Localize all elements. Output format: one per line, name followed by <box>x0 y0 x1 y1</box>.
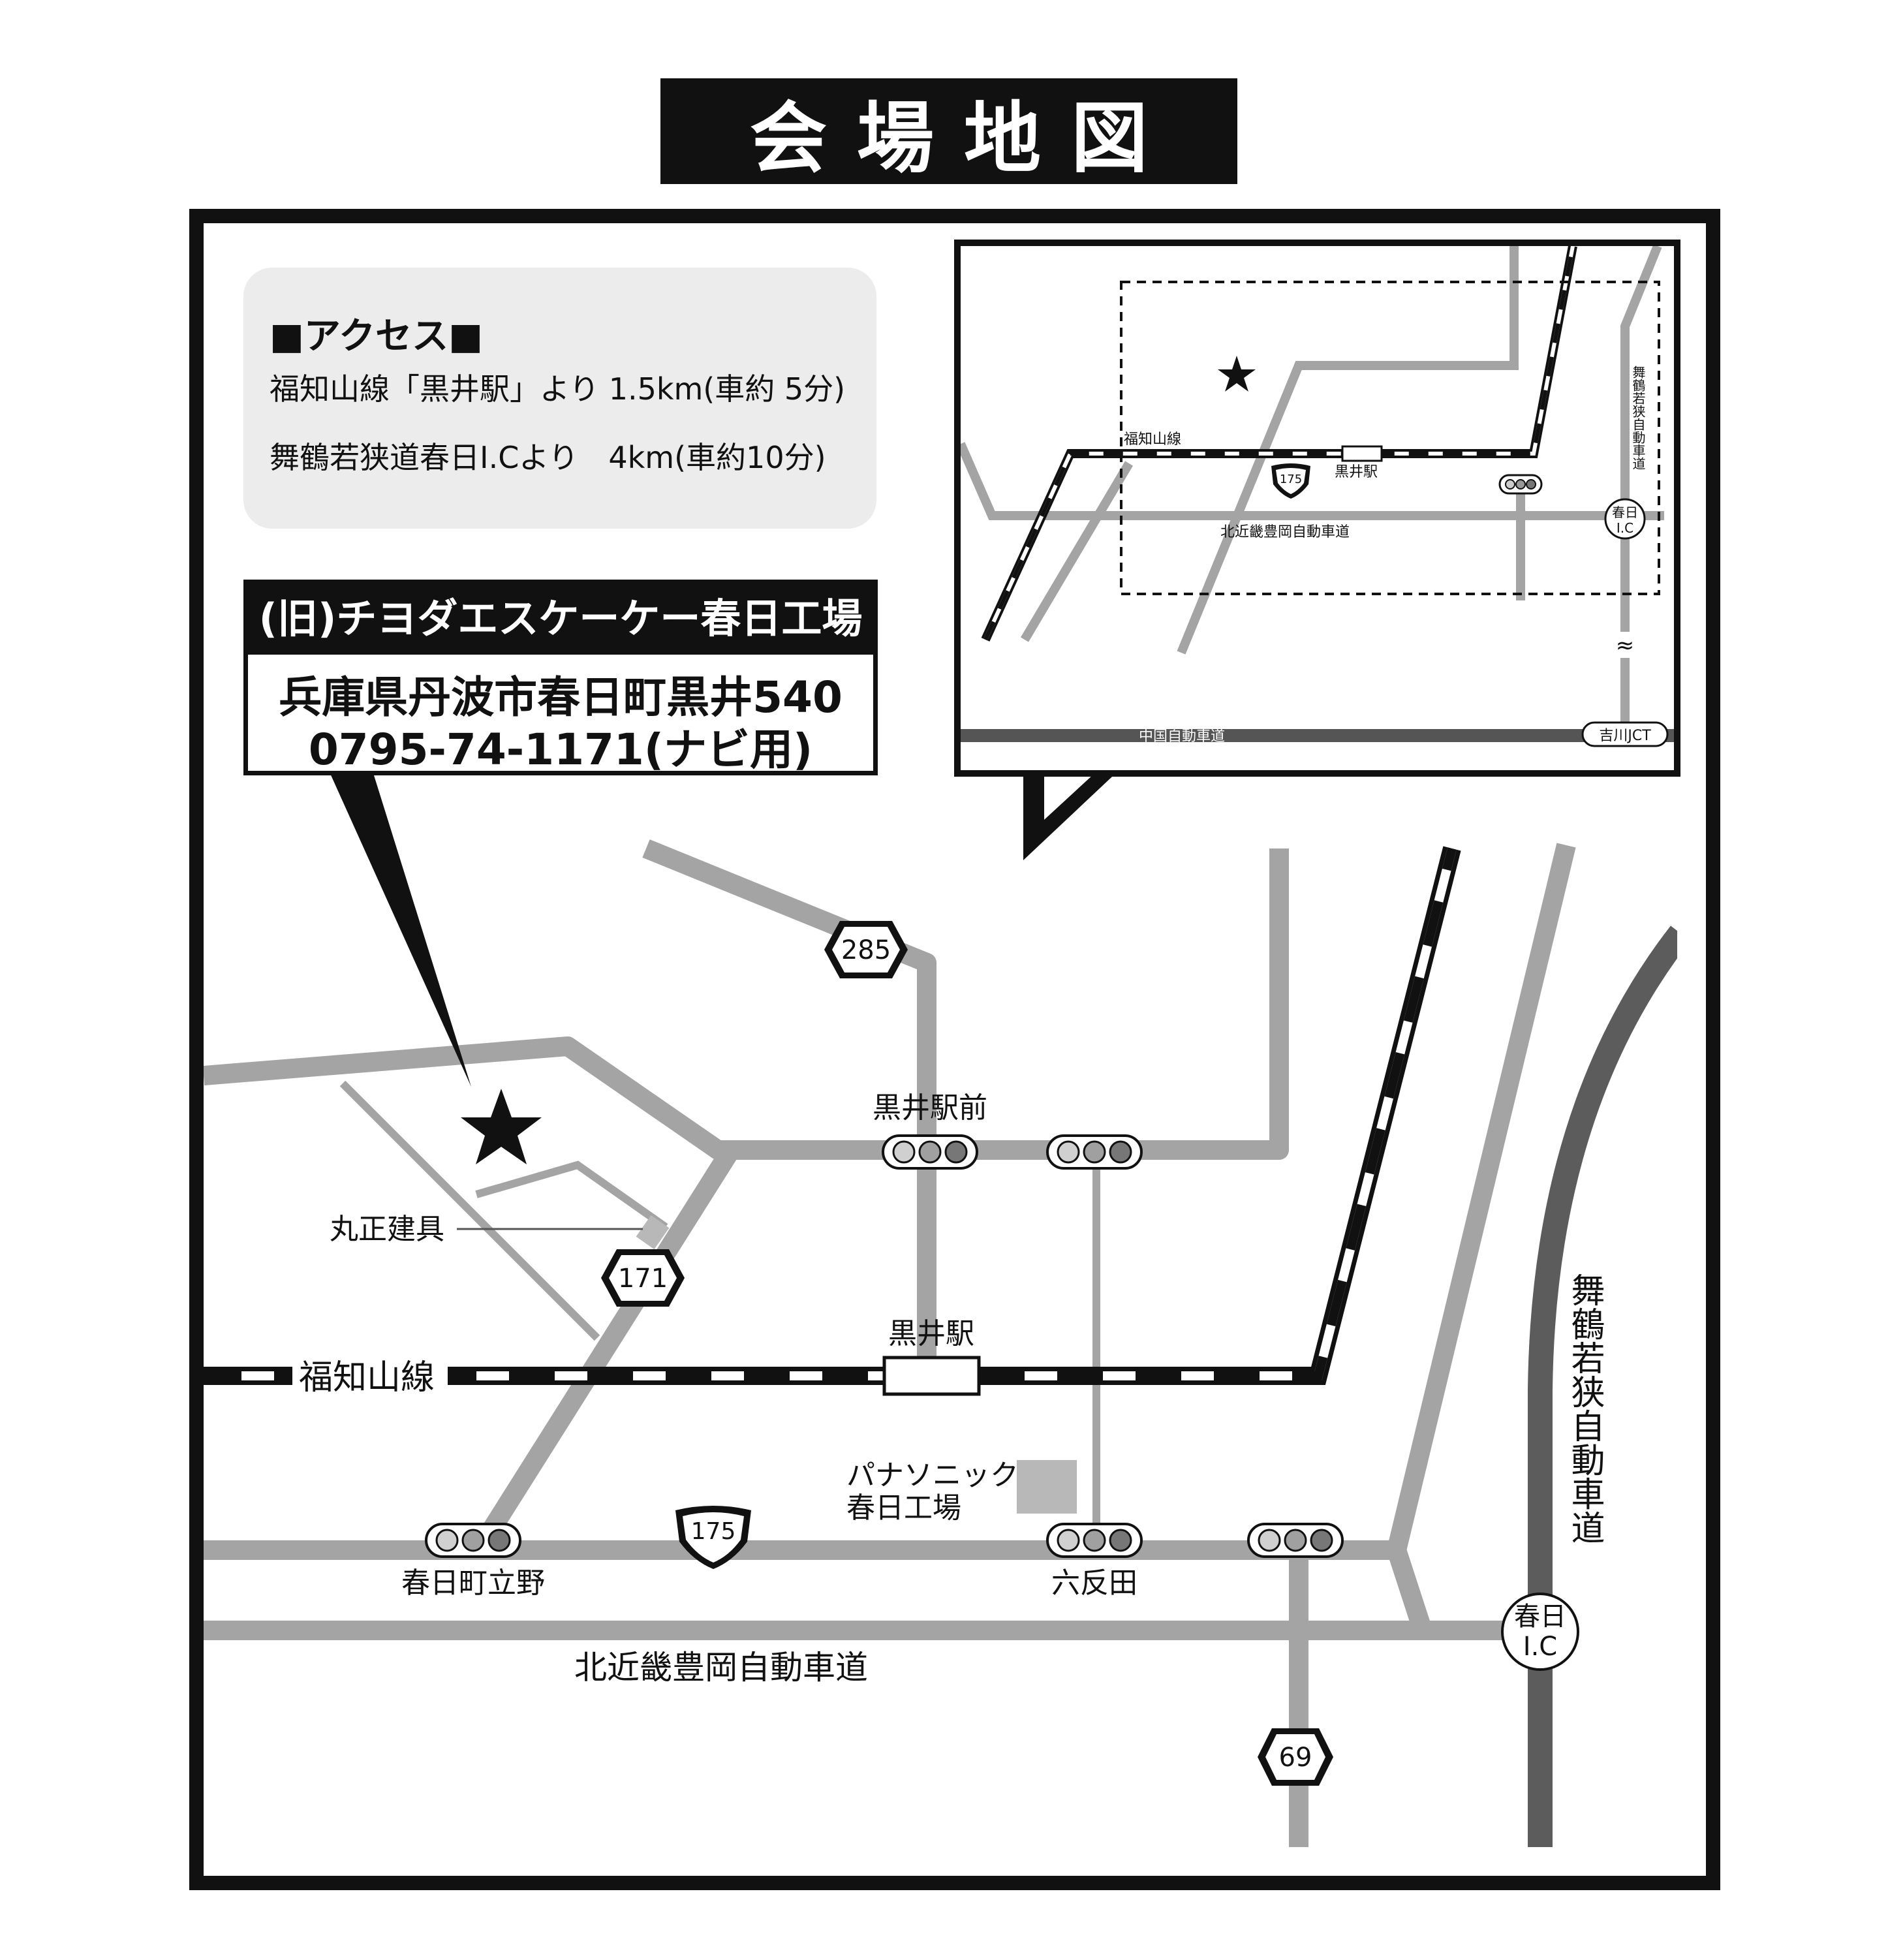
marusho-block <box>636 1215 670 1250</box>
kuroi-station-label: 黒井駅 <box>888 1317 974 1350</box>
inset-maizuru: 舞鶴若狭自動車道 <box>1630 366 1646 470</box>
inset-kitakinki: 北近畿豊岡自動車道 <box>1220 524 1350 540</box>
fukuchiyama-line-label: 福知山線 <box>299 1358 435 1397</box>
route-171-shield: 171 <box>601 1249 685 1307</box>
kasuga-tateno-label: 春日町立野 <box>401 1566 545 1600</box>
map-title-banner: 会場地図 <box>660 78 1237 184</box>
inset-kasuga-ic-1: 春日 <box>1612 505 1638 520</box>
inset-kasuga-ic-2: I.C <box>1617 520 1633 536</box>
access-line-train: 福知山線「黒井駅」より 1.5km(車約 5分) <box>270 371 846 407</box>
svg-text:285: 285 <box>841 935 891 965</box>
traffic-light-icon <box>1046 1523 1143 1558</box>
kuroi-ekimae-label: 黒井駅前 <box>873 1091 987 1125</box>
venue-name: (旧)チヨダエスケーケー春日工場 <box>243 580 878 650</box>
inset-kuroi-station: 黒井駅 <box>1335 464 1378 480</box>
route-175-shield: 175 <box>675 1506 751 1569</box>
fukuchiyama-railway <box>204 846 1461 1385</box>
access-line-car: 舞鶴若狭道春日I.Cより 4km(車約10分) <box>270 440 826 475</box>
inset-route-175: 175 <box>1280 473 1302 486</box>
route-69-shield: 69 <box>1258 1728 1333 1786</box>
inset-map: 175 春日 I.C ≈ 吉川JCT 福知山線 黒井駅 北近畿豊岡自動車道 中国… <box>961 246 1674 747</box>
kasuga-ic-marker: 春日 I.C <box>1501 1593 1579 1671</box>
inset-fukuchiyama-line: 福知山線 <box>1124 431 1181 448</box>
inset-yokawa-jct: 吉川JCT <box>1599 728 1651 744</box>
minor-roads <box>339 1080 1100 1550</box>
kitakinki-expressway-label: 北近畿豊岡自動車道 <box>574 1649 868 1687</box>
map-title: 会場地図 <box>749 93 1178 183</box>
venue-phone: 0795-74-1171(ナビ用) <box>308 724 813 775</box>
svg-text:171: 171 <box>618 1264 668 1294</box>
maizuru-expressway <box>1528 926 1677 1847</box>
panasonic-label-2: 春日工場 <box>846 1491 961 1525</box>
rokutanda-label: 六反田 <box>1051 1566 1137 1600</box>
venue-pointer <box>326 765 471 1087</box>
traffic-light-icon <box>882 1134 978 1170</box>
svg-text:69: 69 <box>1279 1743 1312 1773</box>
marusho-label: 丸正建具 <box>330 1213 444 1246</box>
access-heading: ■アクセス■ <box>270 315 484 358</box>
inset-map-frame <box>954 240 1680 777</box>
venue-info-box: 兵庫県丹波市春日町黒井540 0795-74-1171(ナビ用) <box>243 650 878 775</box>
traffic-light-icon <box>1046 1134 1143 1170</box>
route-285-shield: 285 <box>824 921 908 978</box>
svg-text:I.C: I.C <box>1523 1632 1557 1662</box>
main-roads <box>204 839 1576 1847</box>
traffic-light-icon <box>1247 1523 1344 1558</box>
maizuru-expressway-label: 舞鶴若狭自動車道 <box>1565 1273 1604 1544</box>
kuroi-station-box <box>882 1356 981 1396</box>
svg-text:春日: 春日 <box>1514 1602 1566 1632</box>
venue-star-icon <box>461 1089 542 1164</box>
venue-address: 兵庫県丹波市春日町黒井540 <box>279 672 843 723</box>
inset-chugoku: 中国自動車道 <box>1139 728 1225 745</box>
panasonic-label-1: パナソニック <box>846 1459 1019 1492</box>
access-info-box: ■アクセス■ 福知山線「黒井駅」より 1.5km(車約 5分) 舞鶴若狭道春日I… <box>243 268 876 529</box>
svg-text:175: 175 <box>691 1518 736 1545</box>
traffic-light-icon <box>425 1523 521 1558</box>
railway-label-bg <box>292 1358 448 1395</box>
panasonic-factory-block <box>1017 1460 1077 1514</box>
inset-break-icon: ≈ <box>1616 632 1635 659</box>
